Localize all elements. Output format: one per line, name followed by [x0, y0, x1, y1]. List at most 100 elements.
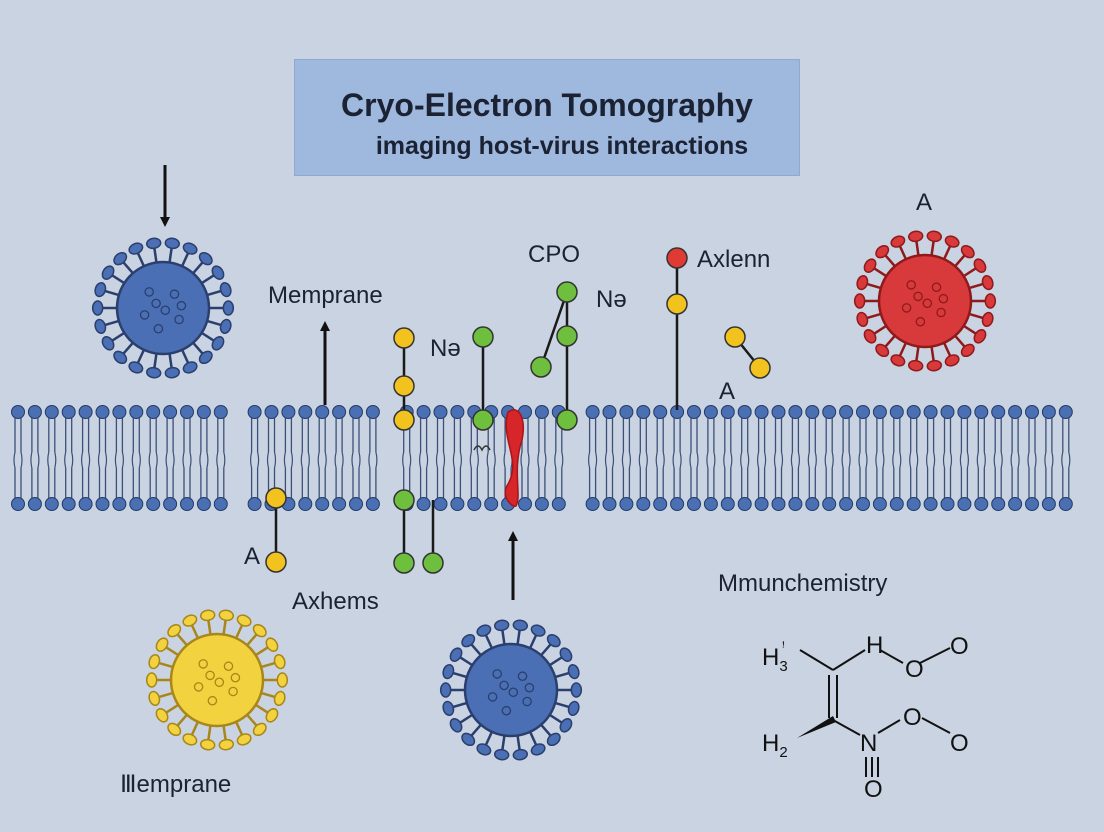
lipid: [974, 405, 989, 511]
lipid: [1058, 405, 1073, 511]
lipid: [670, 405, 685, 511]
lipid-bilayer: [11, 405, 1073, 511]
molecule-node: [265, 551, 287, 573]
lipid: [95, 405, 110, 511]
molecule-node: [265, 487, 287, 509]
lipid: [27, 405, 42, 511]
lipid: [856, 405, 870, 511]
label-membrane-top: Memprane: [268, 282, 383, 309]
diagram-title: Cryo-Electron Tomography: [341, 87, 753, 123]
lipid: [61, 405, 76, 511]
lipid: [450, 405, 465, 511]
lipid: [146, 405, 161, 511]
lipid: [737, 405, 752, 511]
molecule-node: [556, 281, 578, 303]
molecule-node: [393, 409, 415, 431]
chem-o: O: [950, 730, 969, 757]
molecule-node: [393, 489, 415, 511]
diagram-subtitle: imaging host-virus interactions: [375, 132, 749, 160]
title-box: Cryo-Electron Tomography imaging host-vi…: [294, 59, 800, 176]
label-axlenn: Axlenn: [697, 246, 771, 273]
lipid: [349, 405, 363, 511]
chem-o: O: [864, 776, 883, 803]
lipid: [923, 405, 938, 511]
label-na-left: Nə: [430, 335, 461, 362]
lipid: [687, 405, 701, 511]
label-a-mid: A: [719, 378, 736, 405]
label-membrane-bottom: Ⅲemprane: [120, 771, 232, 798]
lipid: [771, 405, 786, 511]
molecule-node: [422, 552, 444, 574]
lipid: [534, 405, 549, 511]
lipid: [180, 405, 194, 511]
virus-blue-icon: [91, 237, 235, 379]
label-cpo: CPO: [528, 241, 581, 268]
molecule-node: [393, 552, 415, 574]
bond-line: [539, 291, 569, 368]
viruses: [91, 230, 997, 761]
virus-yellow-icon: [145, 609, 289, 751]
lipid: [129, 405, 144, 511]
lipid: [433, 405, 448, 511]
lipid: [839, 405, 854, 511]
chemical-structure-bonds: [797, 647, 951, 777]
lipid: [754, 405, 769, 511]
lipid: [619, 405, 634, 511]
molecule-node: [393, 327, 415, 349]
virus-blue-icon: [439, 619, 583, 761]
membrane-channel: [473, 409, 524, 507]
lipid: [518, 405, 532, 511]
lipid: [602, 405, 617, 511]
lipid: [213, 405, 228, 511]
lipid: [247, 405, 262, 511]
lipid: [365, 405, 380, 511]
molecule-node: [472, 326, 494, 348]
molecule-node: [749, 357, 771, 379]
lipid: [1041, 405, 1056, 511]
molecule-node: [724, 326, 746, 348]
lipid: [298, 405, 313, 511]
lipid: [585, 405, 600, 511]
lipid: [416, 405, 431, 511]
molecule-node: [556, 409, 578, 431]
molecule-node: [666, 293, 688, 315]
lipid: [653, 405, 668, 511]
lipid: [315, 405, 330, 511]
label-axhems: Axhems: [292, 588, 379, 615]
label-mmunchemistry: Mmunchemistry: [718, 570, 888, 597]
molecule-node: [556, 325, 578, 347]
lipid: [196, 405, 211, 511]
arrows: [160, 165, 518, 600]
lipid: [957, 405, 972, 511]
lipid: [703, 405, 718, 511]
lipid: [636, 405, 651, 511]
chem-h: H: [866, 632, 884, 659]
chem-n: N: [860, 730, 878, 757]
lipid: [822, 405, 837, 511]
lipid: [872, 405, 887, 511]
chem-h2: H2: [762, 730, 788, 761]
chem-o: O: [905, 656, 924, 683]
molecule-node: [393, 375, 415, 397]
chem-o: O: [950, 633, 969, 660]
lipid: [332, 405, 347, 511]
lipid: [112, 405, 127, 511]
lipid: [720, 405, 735, 511]
label-na-right: Nə: [596, 286, 627, 313]
lipid: [78, 405, 93, 511]
lipid: [1025, 405, 1039, 511]
lipid: [906, 405, 921, 511]
lipid: [991, 405, 1006, 511]
lipid: [1008, 405, 1023, 511]
lipid: [940, 405, 955, 511]
lipid: [163, 405, 178, 511]
lipid: [44, 405, 59, 511]
chem-h3: H3ꜝ: [762, 642, 788, 675]
label-a-left: A: [244, 543, 261, 570]
lipid: [805, 405, 820, 511]
molecule-node: [472, 409, 494, 431]
lipid: [11, 405, 25, 511]
lipid: [788, 405, 803, 511]
molecules: [265, 247, 771, 574]
